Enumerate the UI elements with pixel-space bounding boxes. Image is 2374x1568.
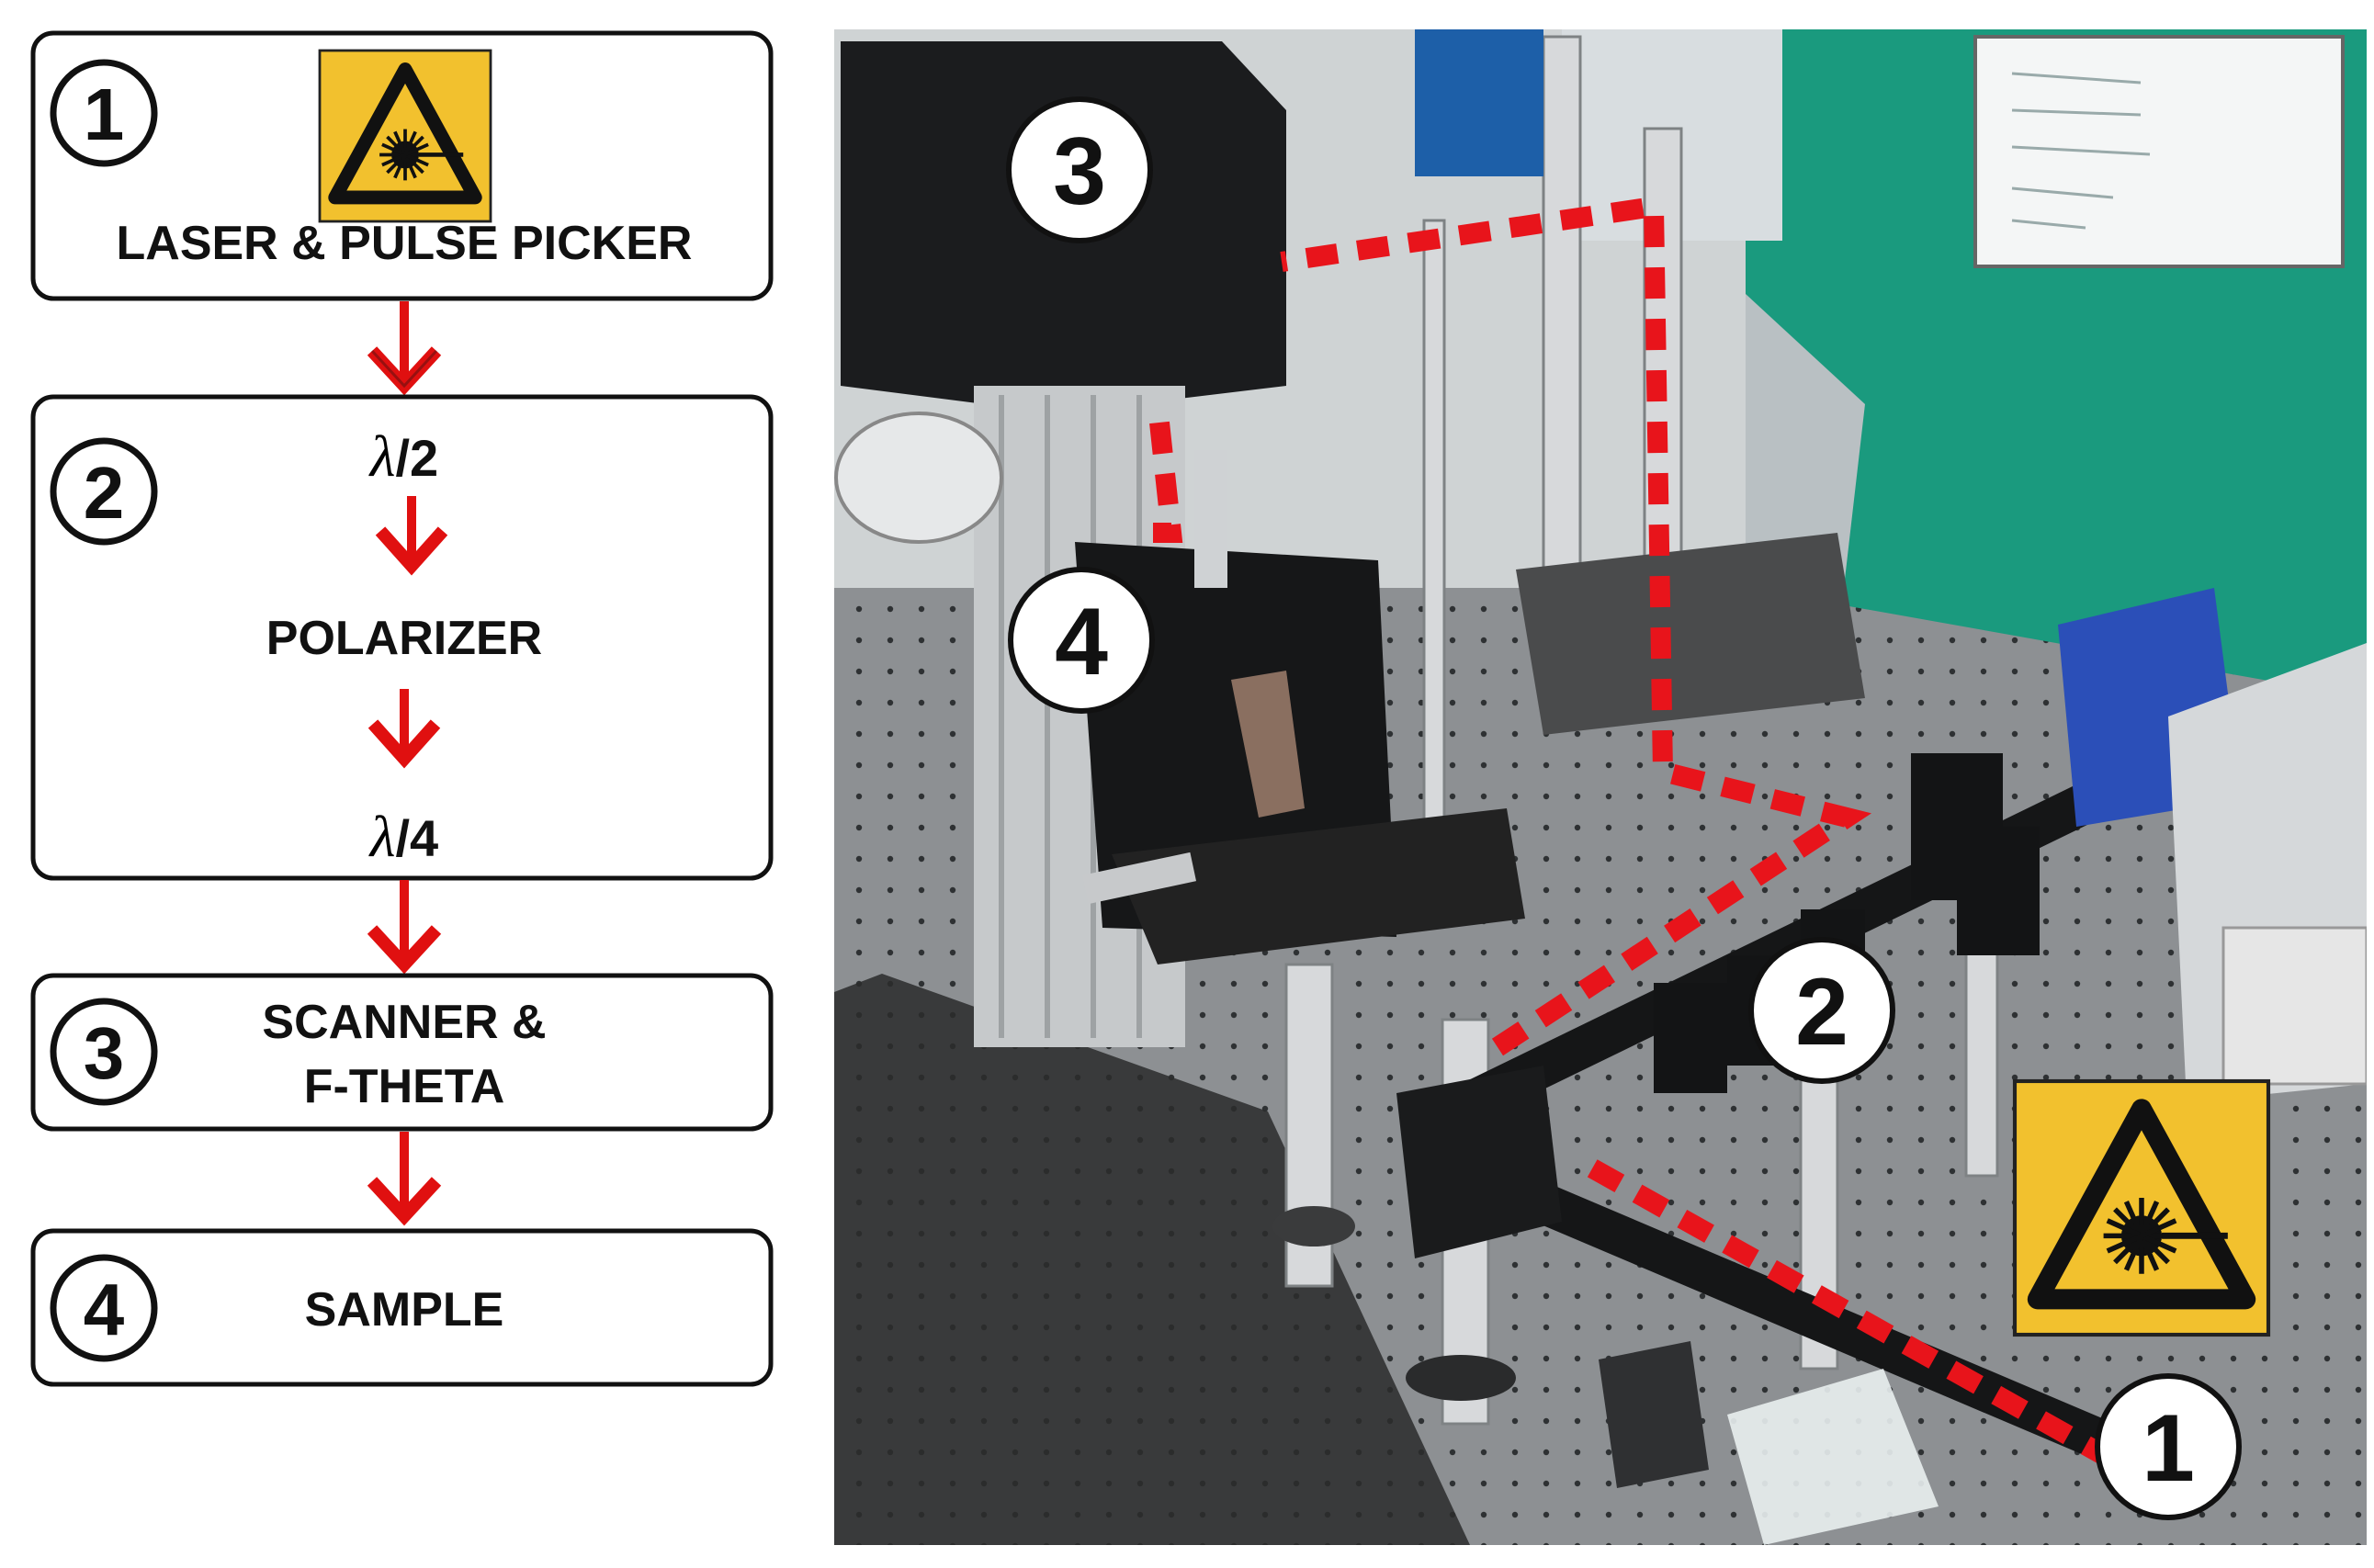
flow-arrow-2 (367, 880, 442, 975)
step-label-1: LASER & PULSE PICKER (117, 217, 693, 270)
photo-marker-2: 2 (1748, 937, 1895, 1084)
svg-text:2: 2 (84, 452, 125, 534)
blue-device (1415, 29, 1543, 176)
sub-arrow-a (375, 496, 448, 576)
polarizer-label: POLARIZER (266, 612, 542, 665)
svg-text:3: 3 (84, 1012, 125, 1094)
step-box-2: 2 λ/2 POLARIZER λ/4 (30, 394, 774, 881)
step-label-4: SAMPLE (305, 1283, 504, 1337)
laser-warning-icon (320, 51, 491, 221)
photo-marker-1: 1 (2095, 1373, 2242, 1520)
step-label-3-line-1: SCANNER & (262, 996, 546, 1049)
step-number-badge-1: 1 (50, 59, 158, 167)
quarter-wave-plate-label: λ/4 (368, 804, 438, 869)
svg-text:3: 3 (1053, 118, 1106, 225)
step-box-3: 3 SCANNER & F-THETA (30, 973, 774, 1132)
beam-path (1149, 195, 2119, 1470)
flow-arrow-3 (367, 1132, 442, 1226)
half-wave-plate-label: λ/2 (368, 423, 438, 489)
photo-marker-4: 4 (1008, 567, 1155, 714)
step-box-1: 1 LASER & PULSE PICKER (30, 30, 774, 301)
photo-marker-3: 3 (1006, 96, 1153, 243)
svg-text:1: 1 (2142, 1395, 2195, 1502)
step-label-3-line-2: F-THETA (304, 1060, 505, 1113)
svg-text:1: 1 (84, 73, 125, 155)
svg-text:2: 2 (1795, 959, 1848, 1066)
step-number-badge-2: 2 (50, 437, 158, 546)
step-box-4: 4 SAMPLE (30, 1228, 774, 1387)
step-number-badge-4: 4 (50, 1254, 158, 1362)
flowchart: 1 LASER & PULSE PICKER 2 λ/2 (30, 30, 774, 1387)
lab-setup-photo: 3 4 2 1 (834, 29, 2367, 1545)
sub-arrow-b (367, 689, 441, 769)
laser-warning-sign-photo (2015, 1081, 2268, 1335)
svg-text:4: 4 (84, 1269, 125, 1350)
flow-arrow-1 (367, 301, 442, 396)
step-number-badge-3: 3 (50, 998, 158, 1106)
svg-text:4: 4 (1055, 589, 1108, 695)
whiteboard (1973, 35, 2345, 268)
